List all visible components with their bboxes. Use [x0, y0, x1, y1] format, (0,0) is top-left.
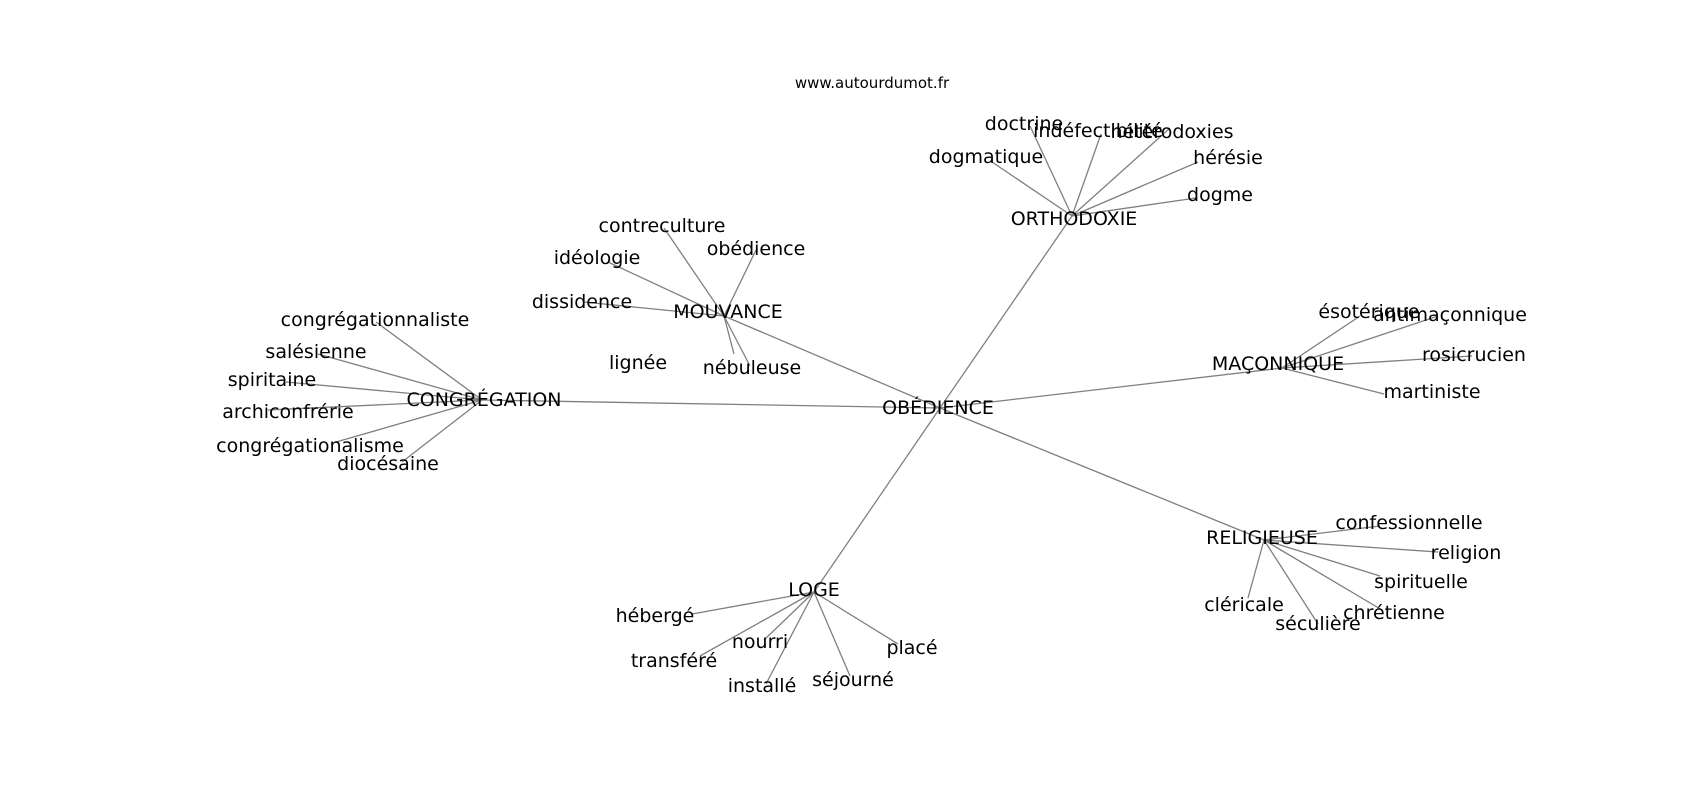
related-word[interactable]: rosicrucien — [1422, 344, 1526, 366]
related-word[interactable]: salésienne — [265, 341, 366, 363]
hub-word[interactable]: MAÇONNIQUE — [1212, 353, 1344, 375]
edge-hub-to-word — [1263, 539, 1383, 611]
edge-hub-to-word — [1281, 367, 1385, 395]
edge-hub-to-word — [1247, 539, 1265, 599]
edge-hub-to-word — [1071, 127, 1171, 217]
related-word[interactable]: doctrine — [985, 113, 1063, 135]
related-word[interactable]: transféré — [631, 650, 717, 672]
edge-hub-to-word — [1071, 161, 1199, 217]
related-word[interactable]: diocésaine — [337, 453, 439, 475]
edge-center-to-hub — [813, 407, 941, 593]
related-word[interactable]: archiconfrérie — [222, 401, 353, 423]
related-word[interactable]: martiniste — [1383, 381, 1480, 403]
edge-hub-to-word — [1029, 125, 1073, 217]
related-word[interactable]: chrétienne — [1343, 602, 1445, 624]
hub-word[interactable]: CONGRÉGATION — [407, 388, 562, 411]
edge-hub-to-word — [1281, 355, 1473, 369]
edge-center-to-hub — [723, 315, 941, 409]
related-word[interactable]: installé — [728, 675, 797, 697]
edge-center-to-hub — [939, 407, 1265, 541]
edge-hub-to-word — [285, 381, 483, 401]
related-word[interactable]: spirituelle — [1374, 571, 1468, 593]
related-word[interactable]: antimaçonnique — [1373, 304, 1527, 326]
related-word[interactable]: placé — [886, 637, 937, 659]
related-word[interactable]: idéologie — [554, 247, 641, 269]
edge-hub-to-word — [607, 261, 725, 317]
related-word[interactable]: nourri — [732, 631, 788, 653]
related-word[interactable]: séculière — [1275, 613, 1360, 635]
edge-hub-to-word — [813, 591, 899, 645]
edge-hub-to-word — [723, 315, 735, 355]
edge-hub-to-word — [991, 161, 1073, 217]
edge-hub-to-word — [699, 591, 815, 657]
edge-hub-to-word — [723, 315, 751, 367]
related-word[interactable]: ésotérique — [1318, 301, 1419, 323]
related-word[interactable]: cléricale — [1204, 594, 1284, 616]
edge-hub-to-word — [401, 399, 483, 463]
related-word[interactable]: séjourné — [812, 669, 894, 691]
related-word[interactable]: dogmatique — [929, 146, 1043, 168]
related-word[interactable]: lignée — [609, 352, 667, 374]
related-word[interactable]: dissidence — [532, 291, 632, 313]
related-word[interactable]: spiritaine — [228, 369, 316, 391]
related-word[interactable]: dogme — [1187, 184, 1253, 206]
edge-hub-to-word — [583, 301, 725, 317]
related-word[interactable]: contreculture — [599, 215, 726, 237]
edge-center-to-hub — [939, 215, 1073, 409]
hub-word[interactable]: MOUVANCE — [673, 301, 783, 323]
edge-hub-to-word — [813, 591, 851, 677]
edge-center-to-hub — [939, 367, 1283, 409]
edge-center-to-hub — [481, 399, 941, 409]
related-word[interactable]: hérésie — [1193, 147, 1263, 169]
edge-hub-to-word — [1281, 315, 1361, 369]
edge-hub-to-word — [1281, 315, 1439, 369]
related-word[interactable]: religion — [1431, 542, 1502, 564]
edge-hub-to-word — [763, 591, 815, 641]
edge-hub-to-word — [1263, 539, 1381, 577]
edge-hub-to-word — [335, 399, 483, 443]
edge-hub-to-word — [375, 321, 483, 401]
related-word[interactable]: congrégationnaliste — [281, 309, 470, 331]
edge-hub-to-word — [1071, 133, 1102, 217]
graph-edges — [267, 125, 1473, 685]
edge-hub-to-word — [691, 591, 815, 615]
related-word[interactable]: hébergé — [616, 605, 695, 627]
hub-word[interactable]: ORTHODOXIE — [1011, 208, 1138, 230]
related-word[interactable]: confessionnelle — [1335, 512, 1482, 534]
edge-hub-to-word — [1263, 539, 1439, 553]
hub-word[interactable]: RELIGIEUSE — [1206, 527, 1318, 549]
related-word[interactable]: congrégationalisme — [216, 435, 404, 457]
edge-hub-to-word — [765, 591, 815, 685]
related-word[interactable]: hétérodoxies — [1110, 121, 1233, 143]
site-url[interactable]: www.autourdumot.fr — [795, 74, 950, 92]
edge-hub-to-word — [267, 399, 483, 411]
hub-word[interactable]: LOGE — [788, 579, 840, 601]
edge-hub-to-word — [1263, 539, 1319, 625]
related-word[interactable]: nébuleuse — [703, 357, 801, 379]
edge-hub-to-word — [723, 249, 757, 317]
edge-hub-to-word — [1071, 197, 1197, 217]
edge-hub-to-word — [663, 227, 725, 317]
edge-hub-to-word — [1263, 525, 1381, 541]
center-word[interactable]: OBÉDIENCE — [882, 396, 994, 419]
edge-hub-to-word — [317, 353, 483, 401]
related-word[interactable]: indéfectibilité — [1033, 120, 1163, 142]
related-word[interactable]: obédience — [707, 238, 806, 260]
graph-labels: OBÉDIENCE ORTHODOXIE doctrineindéfectibili… — [216, 113, 1527, 697]
